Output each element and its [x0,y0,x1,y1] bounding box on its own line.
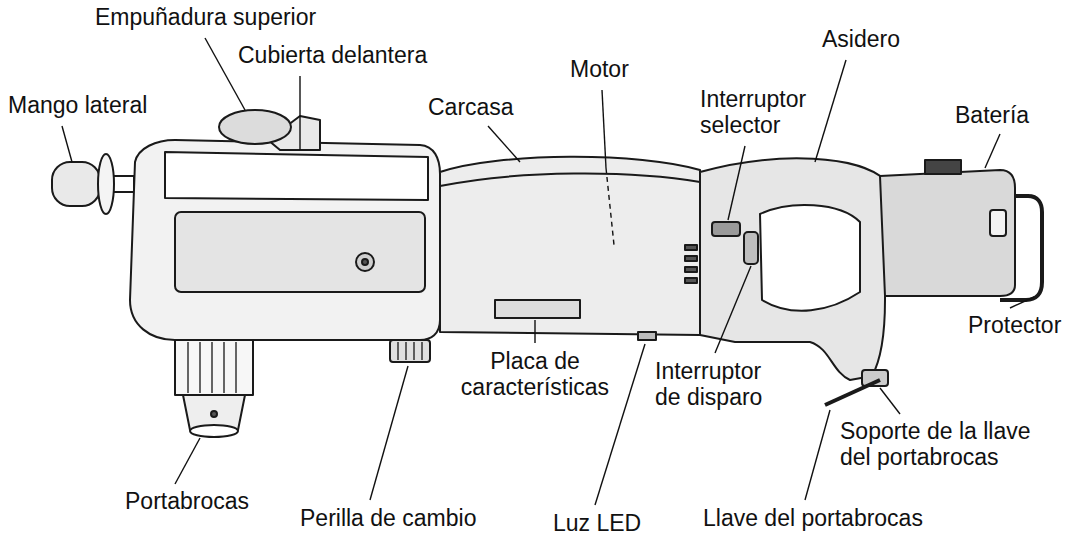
chuck-tip [190,425,238,437]
part-label: Soporte de la llave del portabrocas [840,418,1055,471]
side-handle [52,162,100,206]
part-label: Asidero [822,26,900,52]
chuck-key [825,380,880,405]
leader-line [370,366,408,500]
vent [685,267,697,272]
vent [685,256,697,261]
top-handle-knob [219,110,291,144]
housing-line [440,173,700,186]
chuck-body [175,340,253,395]
trigger [744,232,758,264]
chuck-hole [211,411,217,417]
side-handle-shaft [112,176,134,192]
leader-line [62,126,72,162]
rear-body [700,158,885,380]
part-label: Luz LED [553,510,641,536]
part-label: Cubierta delantera [238,42,427,68]
leader-line [985,134,1000,168]
screw [356,253,374,271]
part-label: Perilla de cambio [300,505,476,531]
part-label: Motor [570,56,629,82]
leader-line [488,126,520,162]
grip-opening [760,205,860,311]
selector-switch [712,222,740,236]
part-label: Carcasa [428,94,514,120]
leader-line [175,438,200,484]
screw-head [362,259,368,265]
knob-ridges [398,342,422,360]
protector-bar [1000,196,1042,300]
leader-line [805,410,830,500]
battery [880,170,1015,296]
leader-line [299,76,300,150]
rating-plate [495,300,580,318]
vent [685,278,697,283]
part-label: Llave del portabrocas [703,505,923,531]
motor-housing [440,157,700,335]
leader-line [1010,297,1034,308]
front-panel [175,212,425,292]
leader-line [602,90,606,168]
part-label: Protector [968,312,1061,338]
part-label: Interruptor de disparo [655,358,790,411]
side-handle-disk [98,154,114,214]
leader-line [815,60,846,162]
leader-line [595,344,645,505]
leader-line-dashed [606,168,614,245]
leader-line [728,146,745,220]
ridge-lines [188,342,236,393]
led-light [638,332,656,340]
battery-terminal [925,160,961,174]
part-label: Placa de características [440,348,630,401]
front-cover [165,152,428,200]
part-label: Batería [955,102,1029,128]
battery-button [990,210,1006,236]
part-label: Portabrocas [125,488,249,514]
chuck-ridges [188,342,422,393]
leader-line [715,266,751,353]
change-knob [390,340,430,362]
part-label: Interruptor selector [700,86,835,139]
leader-line [534,320,535,343]
leader-line [880,388,900,414]
front-housing [130,140,440,340]
part-label: Empuñadura superior [95,4,316,30]
vent [685,245,697,250]
part-label: Mango lateral [8,92,147,118]
